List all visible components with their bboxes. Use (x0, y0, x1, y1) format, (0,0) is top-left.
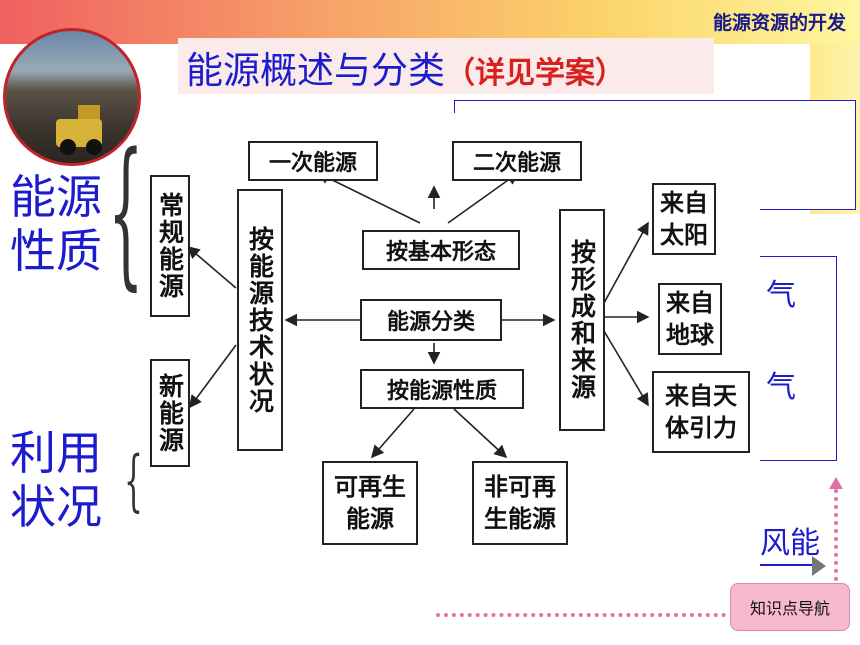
node-from-sun: 来自太阳 (652, 183, 716, 255)
heading-background (178, 38, 714, 94)
brace-small-icon: { (124, 442, 143, 519)
title-main: 能源概述与分类 (186, 49, 445, 92)
background-text-2: 气 (766, 278, 796, 313)
label-usage-status: 利用状况 (10, 426, 102, 534)
play-icon[interactable] (812, 556, 826, 576)
node-from-celestial-gravity: 来自天体引力 (652, 371, 750, 453)
dotted-vertical-line (834, 489, 838, 581)
node-conventional-energy: 常规能源 (150, 175, 190, 317)
energy-classification-diagram: 一次能源 二次能源 按基本形态 能源分类 按能源性质 可再生能源 非可再生能源 … (140, 113, 760, 568)
diagram-arrows (186, 172, 650, 459)
brace-icon: { (108, 118, 144, 305)
node-by-basic-form: 按基本形态 (362, 230, 520, 270)
node-by-formation-origin: 按形成和来源 (559, 209, 605, 431)
background-text-4: 风能 (760, 526, 820, 561)
page-title: 能源概述与分类（详见学案） (186, 40, 625, 94)
node-by-technology-status: 按能源技术状况 (237, 189, 283, 451)
node-secondary-energy: 二次能源 (452, 141, 582, 181)
knowledge-nav-button[interactable]: 知识点导航 (730, 583, 850, 631)
background-text-3: 气 (766, 370, 796, 405)
node-nonrenewable-energy: 非可再生能源 (472, 461, 568, 545)
top-banner (0, 0, 860, 44)
mining-photo (3, 28, 141, 166)
node-primary-energy: 一次能源 (248, 141, 378, 181)
node-from-earth: 来自地球 (658, 283, 722, 355)
node-by-energy-nature: 按能源性质 (360, 369, 524, 409)
node-energy-classification: 能源分类 (360, 299, 502, 341)
node-renewable-energy: 可再生能源 (322, 461, 418, 545)
title-sub: （详见学案） (445, 56, 625, 91)
page-header-title: 能源资源的开发 (712, 12, 846, 34)
node-new-energy: 新能源 (150, 359, 190, 467)
up-arrow-icon[interactable] (829, 477, 843, 489)
dotted-line (436, 613, 726, 617)
label-energy-nature: 能源性质 (10, 170, 102, 278)
